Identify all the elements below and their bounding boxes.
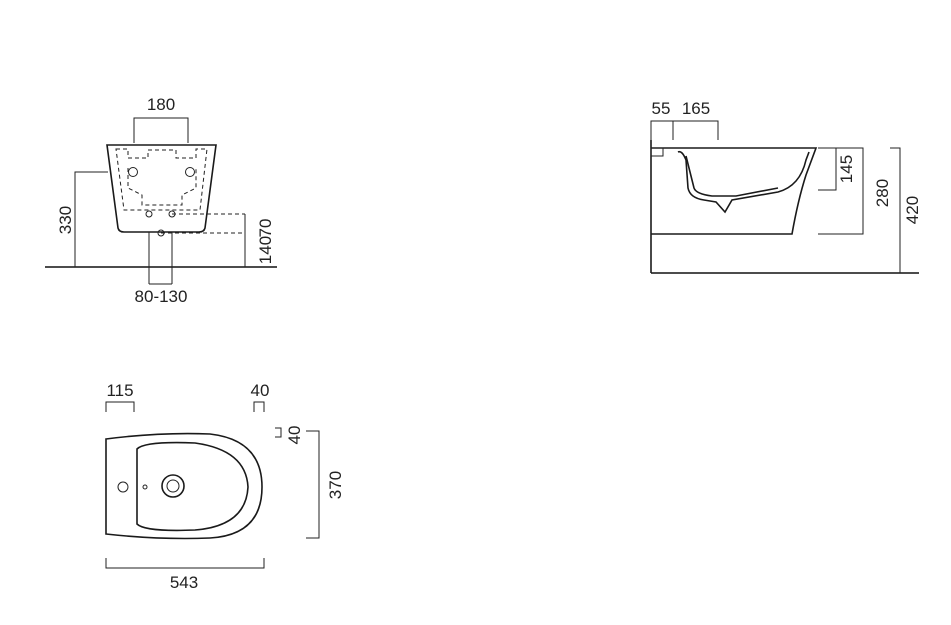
side-dim-top-b-label: 165 (682, 99, 710, 118)
side-dim-top-b-line (673, 120, 719, 140)
side-dim-top-a-label: 55 (652, 99, 671, 118)
side-fixing-bracket (650, 147, 664, 157)
side-body-outline (651, 147, 818, 235)
top-dim-bottom-label: 543 (170, 573, 198, 592)
top-drain-inner (166, 479, 180, 493)
top-dim-top-left-line (105, 401, 135, 412)
side-bowl-inner (685, 155, 779, 197)
front-dim-left-label: 330 (56, 206, 75, 234)
front-dim-left-line (74, 171, 108, 267)
front-dim-top-line (133, 117, 189, 143)
front-view: 180 330 70 140 80-130 (45, 95, 277, 306)
front-fixing-hole-right (185, 167, 195, 177)
front-cavity-outline (115, 148, 208, 211)
top-dim-right-height-label: 370 (326, 471, 345, 499)
top-dim-top-right-label: 40 (251, 381, 270, 400)
top-dim-bottom-line (105, 558, 265, 569)
front-dim-top-label: 180 (147, 95, 175, 114)
top-view: 115 40 40 370 543 (105, 381, 345, 592)
side-bowl-outline (677, 150, 810, 214)
side-dim-top-a-line (650, 120, 674, 140)
side-view: 55 165 145 280 420 (650, 99, 922, 274)
side-dim-v2-label: 280 (873, 179, 892, 207)
top-overflow-hole (142, 484, 148, 490)
top-dim-right-small-line (275, 427, 282, 438)
side-dim-v3-line (890, 147, 901, 273)
top-bowl-outline (136, 441, 249, 532)
side-dim-v3-label: 420 (903, 196, 922, 224)
top-drain-outer (161, 474, 185, 498)
top-dim-top-left-label: 115 (106, 381, 133, 400)
side-dim-v1-line (818, 147, 837, 191)
top-body-outline (105, 432, 263, 540)
front-dim-bottom-label: 80-130 (135, 287, 188, 306)
side-dim-v2-line (818, 147, 864, 235)
front-dim-right-inner-label: 70 (256, 219, 275, 238)
front-body-outline (106, 144, 217, 233)
side-dim-v1-label: 145 (837, 155, 856, 183)
top-dim-right-small-label: 40 (285, 426, 304, 445)
top-dim-right-height-line (306, 430, 320, 539)
top-tap-hole (117, 481, 129, 493)
front-cavity-inner (127, 168, 197, 206)
front-water-inlet-left (145, 210, 153, 218)
top-dim-top-right-line (253, 401, 265, 412)
front-dim-right-outer-label: 140 (256, 236, 275, 264)
front-fixing-hole-left (128, 167, 138, 177)
